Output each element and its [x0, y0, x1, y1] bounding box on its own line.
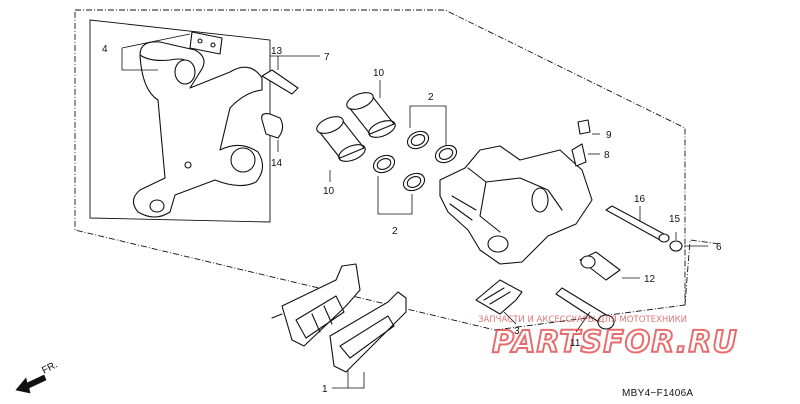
pad-pin-parts: [605, 205, 708, 252]
callout-2-lower: 2: [392, 226, 398, 237]
watermark-logo: PARTSFOR.RU: [492, 325, 738, 360]
pistons: [316, 80, 396, 182]
callout-15: 15: [669, 214, 681, 225]
caliper-bracket: [121, 31, 264, 218]
callout-6: 6: [716, 242, 722, 253]
callout-13: 13: [271, 46, 283, 57]
part-code: MBY4−F1406A: [622, 388, 693, 399]
boot-part: [261, 113, 284, 152]
callout-8: 8: [604, 150, 610, 161]
brake-pads: [271, 263, 407, 389]
front-direction-arrow: [15, 374, 47, 394]
callout-9: 9: [606, 130, 612, 141]
callout-2-upper: 2: [428, 92, 434, 103]
callout-4: 4: [102, 44, 108, 55]
watermark-slogan: ЗАПЧАСТИ И АКСЕССУАРЫ ДЛЯ МОТОТЕХНИКИ: [478, 315, 687, 325]
callout-1: 1: [322, 384, 328, 395]
pad-spring: [475, 279, 523, 325]
slide-pins: [555, 251, 640, 333]
callout-16: 16: [634, 194, 646, 205]
seals: [372, 105, 458, 215]
assembly-frame: [74, 9, 721, 331]
caliper-body: [439, 145, 593, 265]
callout-14: 14: [271, 158, 283, 169]
direction-label: FR.: [40, 359, 59, 376]
callout-10-upper: 10: [373, 68, 385, 79]
callout-12: 12: [644, 274, 656, 285]
callout-3: 3: [514, 326, 520, 337]
bolt-part: [261, 56, 299, 95]
watermark: ЗАПЧАСТИ И АКСЕССУАРЫ ДЛЯ МОТОТЕХНИКИ PA…: [478, 315, 738, 361]
bleeder-parts: [571, 119, 600, 167]
callout-10-lower: 10: [323, 186, 335, 197]
callout-7: 7: [324, 52, 330, 63]
callout-11: 11: [570, 338, 581, 349]
